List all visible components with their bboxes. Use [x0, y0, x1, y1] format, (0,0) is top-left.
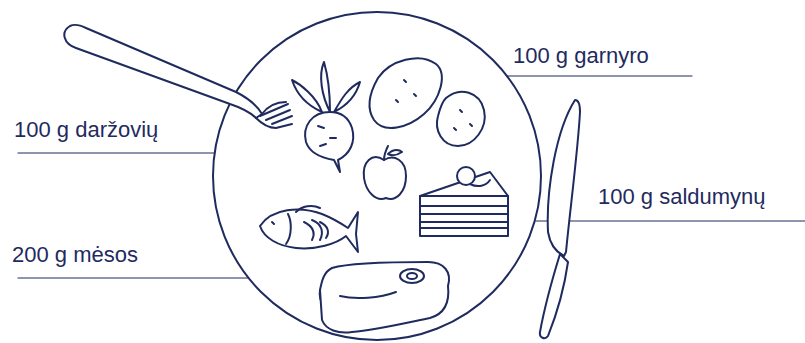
plate [213, 12, 541, 340]
portion-label: 100 g saldumynų [596, 184, 768, 210]
cake [420, 167, 508, 236]
fish [260, 206, 358, 252]
steak [320, 262, 449, 333]
knife [540, 100, 580, 338]
portion-label: 200 g mėsos [10, 242, 140, 268]
beet [292, 62, 360, 172]
portion-label: 100 g garnyro [511, 43, 651, 69]
portion-label: 100 g daržovių [12, 117, 160, 143]
fork [64, 25, 292, 128]
apple [364, 146, 406, 199]
potatoes [370, 58, 485, 146]
